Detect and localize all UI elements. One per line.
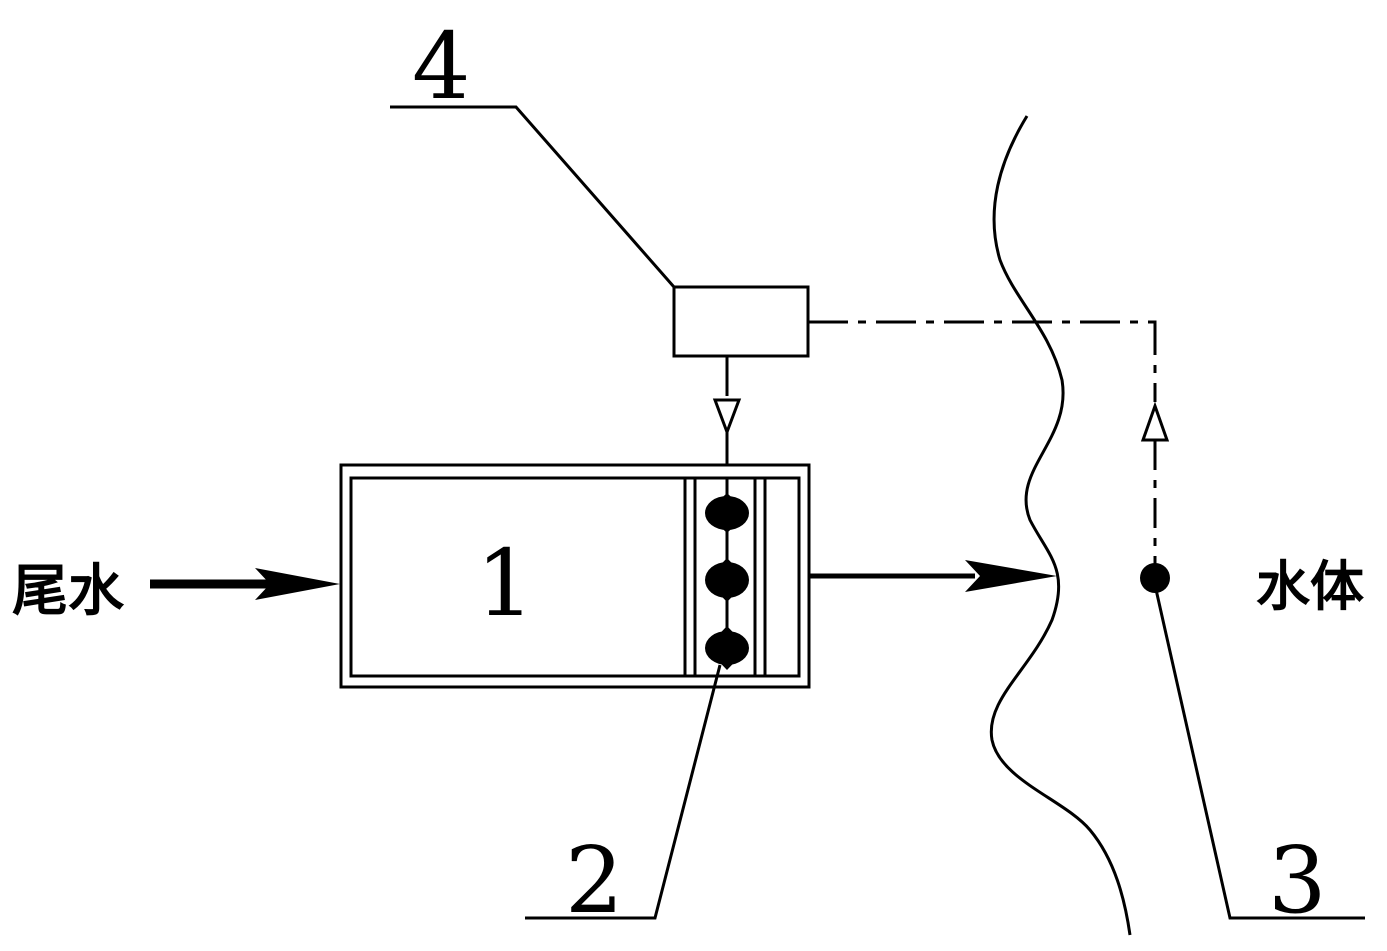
aerator-number: 2 (565, 827, 624, 934)
treatment-tank (339, 463, 811, 689)
controller-box (672, 285, 810, 358)
controller-number: 4 (412, 13, 471, 120)
sensor-number: 3 (1268, 827, 1327, 934)
aerator-leader (525, 664, 722, 920)
water-body-boundary (989, 115, 1132, 936)
aerator-stack (705, 478, 749, 670)
water-quality-sensor (1140, 563, 1170, 593)
sensor-signal-line (808, 320, 1170, 578)
inlet-arrow (150, 568, 340, 600)
inlet-label: 尾水 (12, 559, 125, 624)
sensor-leader (1153, 584, 1365, 920)
controller-leader (390, 105, 676, 288)
tank-number: 1 (476, 530, 535, 637)
control-signal-arrow (712, 356, 742, 465)
outlet-arrow (809, 560, 1057, 592)
water-body-label: 水体 (1256, 555, 1364, 618)
